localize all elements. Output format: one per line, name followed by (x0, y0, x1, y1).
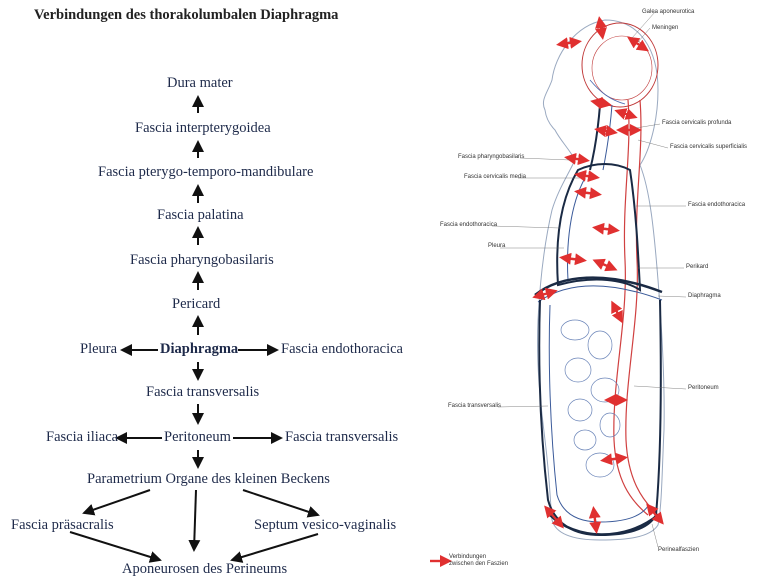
node-fascia-pterygo: Fascia pterygo-temporo-mandibulare (98, 164, 313, 181)
label-meninges: Meningen (652, 25, 678, 31)
label-perinealfaszien: Perinealfaszien (658, 547, 699, 553)
legend-line-1: Verbindungen (449, 554, 508, 561)
label-fascia-endothoracica-right: Fascia endothoracica (688, 202, 745, 208)
node-fascia-interpterygoidea: Fascia interpterygoidea (135, 120, 271, 137)
label-fascia-transversalis: Fascia transversalis (448, 403, 501, 409)
label-galea: Galea aponeurotica (642, 9, 694, 15)
node-fascia-palatina: Fascia palatina (157, 207, 244, 224)
arrow-septum-to-aponeurosen (232, 534, 318, 560)
anatomy-illustration (400, 0, 766, 580)
cervical-fascia (590, 105, 600, 170)
brain (592, 36, 652, 100)
dural-line (614, 100, 648, 515)
label-diaphragma: Diaphragma (688, 293, 721, 299)
label-pleura: Pleura (488, 243, 505, 249)
label-peritoneum: Peritoneum (688, 385, 719, 391)
node-peritoneum: Peritoneum (164, 429, 231, 446)
label-fascia-pharyngobasilaris: Fascia pharyngobasilaris (458, 154, 524, 160)
label-fascia-endothoracica-left: Fascia endothoracica (440, 222, 497, 228)
node-aponeurosen: Aponeurosen des Perineums (122, 561, 287, 578)
node-parametrium: Parametrium Organe des kleinen Beckens (87, 471, 330, 488)
arrow-to-septum (243, 490, 318, 515)
node-fascia-pharyngobasilaris: Fascia pharyngobasilaris (130, 252, 274, 269)
node-septum: Septum vesico-vaginalis (254, 517, 396, 534)
node-pleura: Pleura (80, 341, 117, 358)
node-dura-mater: Dura mater (167, 75, 233, 92)
label-fascia-cervicalis-media: Fascia cervicalis media (464, 174, 526, 180)
arrow-to-praesacralis (84, 490, 150, 513)
intestines (561, 320, 620, 477)
label-fascia-cervicalis-superficialis: Fascia cervicalis superficialis (670, 144, 747, 150)
node-fascia-transversalis-center: Fascia transversalis (146, 384, 259, 401)
legend-text: Verbindungen zwischen den Faszien (449, 554, 508, 568)
arrow-to-aponeurosen-center (194, 490, 196, 550)
node-diaphragma: Diaphragma (160, 341, 238, 358)
arrow-praesacralis-to-aponeurosen (70, 532, 160, 560)
node-fascia-praesacralis: Fascia präsacralis (11, 517, 114, 534)
node-fascia-endothoracica: Fascia endothoracica (281, 341, 403, 358)
label-fascia-cervicalis-profunda: Fascia cervicalis profunda (662, 120, 731, 126)
node-fascia-transversalis-right: Fascia transversalis (285, 429, 398, 446)
label-perikard: Perikard (686, 264, 708, 270)
skull (582, 23, 658, 107)
abdominal-wall (539, 300, 661, 535)
pelvic-floor (550, 515, 658, 535)
legend-line-2: zwischen den Faszien (449, 561, 508, 568)
node-pericard: Pericard (172, 296, 220, 313)
node-fascia-iliaca: Fascia iliaca (46, 429, 118, 446)
